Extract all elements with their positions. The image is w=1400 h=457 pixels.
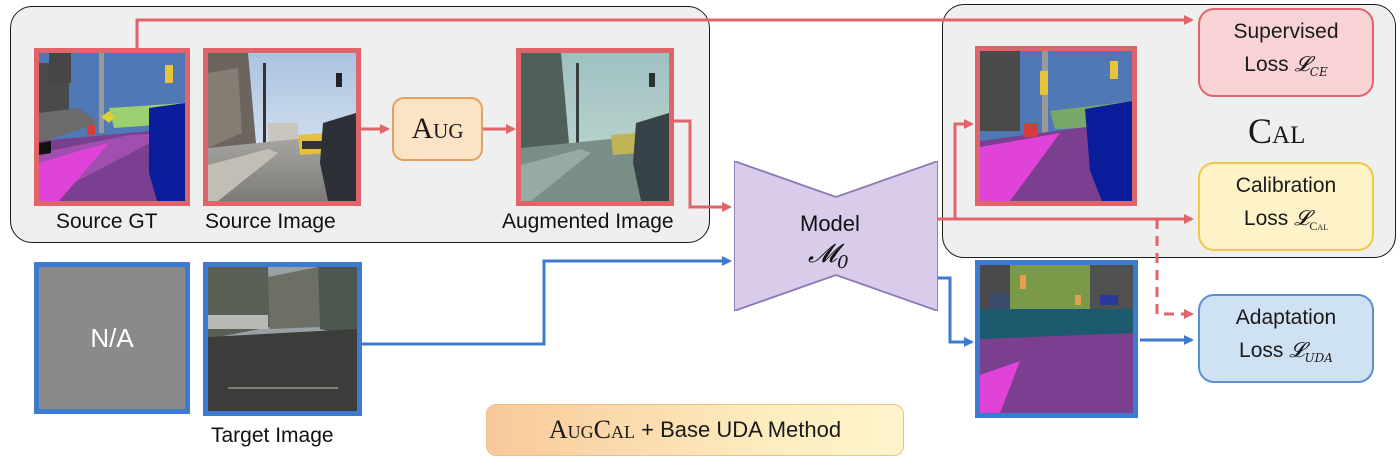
- model-to-target-prediction-arrow: [938, 276, 974, 347]
- augmented-to-model-arrow: [672, 119, 732, 212]
- source-prediction-image: [975, 46, 1137, 206]
- aug-box: Aug: [392, 97, 483, 161]
- model-symbol: 𝓜0: [808, 238, 849, 273]
- target-to-model-arrow: [362, 256, 732, 346]
- aug-label: Aug: [411, 112, 464, 145]
- model-symbol-subscript: 0: [837, 252, 849, 274]
- supervised-loss-name: Supervised: [1233, 20, 1339, 44]
- source-image: [203, 48, 361, 206]
- supervised-loss-box: Supervised Loss 𝓛CE: [1198, 8, 1374, 97]
- supervised-loss-symbol: 𝓛: [1294, 52, 1310, 77]
- adaptation-loss-symbol: 𝓛: [1289, 338, 1305, 363]
- source-gt-image: [34, 48, 190, 206]
- adaptation-loss-name: Adaptation: [1235, 306, 1337, 330]
- adaptation-loss-box: Adaptation Loss 𝓛UDA: [1198, 294, 1374, 383]
- calibration-loss-name: Calibration: [1235, 174, 1337, 198]
- method-banner: AugCal + Base UDA Method: [486, 404, 904, 456]
- adaptation-loss-formula: Loss 𝓛UDA: [1239, 334, 1333, 374]
- supervised-loss-sub: CE: [1309, 65, 1328, 80]
- target-prediction-image: [975, 260, 1138, 418]
- augmented-image-caption: Augmented Image: [502, 210, 674, 233]
- source-image-caption: Source Image: [205, 210, 336, 233]
- model-shape: [734, 161, 938, 311]
- augmented-image: [516, 48, 674, 206]
- target-image: [203, 262, 362, 416]
- model-to-prediction-arrow: [938, 119, 974, 221]
- calibration-to-adaptation-dashed-arrow: [1155, 219, 1194, 319]
- calibration-loss-sub: Cal: [1309, 219, 1329, 234]
- method-name: AugCal: [548, 415, 636, 444]
- supervised-loss-prefix: Loss: [1244, 53, 1289, 77]
- cal-label: Cal: [1248, 111, 1306, 151]
- model-title: Model: [800, 211, 860, 236]
- method-suffix: + Base UDA Method: [635, 417, 842, 442]
- adaptation-loss-prefix: Loss: [1239, 339, 1284, 363]
- source-gt-caption: Source GT: [56, 210, 158, 233]
- target-image-caption: Target Image: [211, 424, 334, 447]
- supervised-loss-formula: Loss 𝓛CE: [1244, 48, 1327, 88]
- na-placeholder: N/A: [34, 262, 190, 414]
- calibration-loss-symbol: 𝓛: [1294, 206, 1310, 231]
- calibration-loss-prefix: Loss: [1243, 207, 1289, 231]
- gt-to-supervised-arrow: [135, 15, 1194, 50]
- calibration-loss-box: Calibration Loss 𝓛Cal: [1198, 162, 1374, 251]
- adaptation-loss-sub: UDA: [1304, 351, 1333, 366]
- na-label: N/A: [90, 322, 134, 353]
- model-symbol-letter: 𝓜: [808, 239, 838, 269]
- calibration-loss-formula: Loss 𝓛Cal: [1244, 202, 1328, 242]
